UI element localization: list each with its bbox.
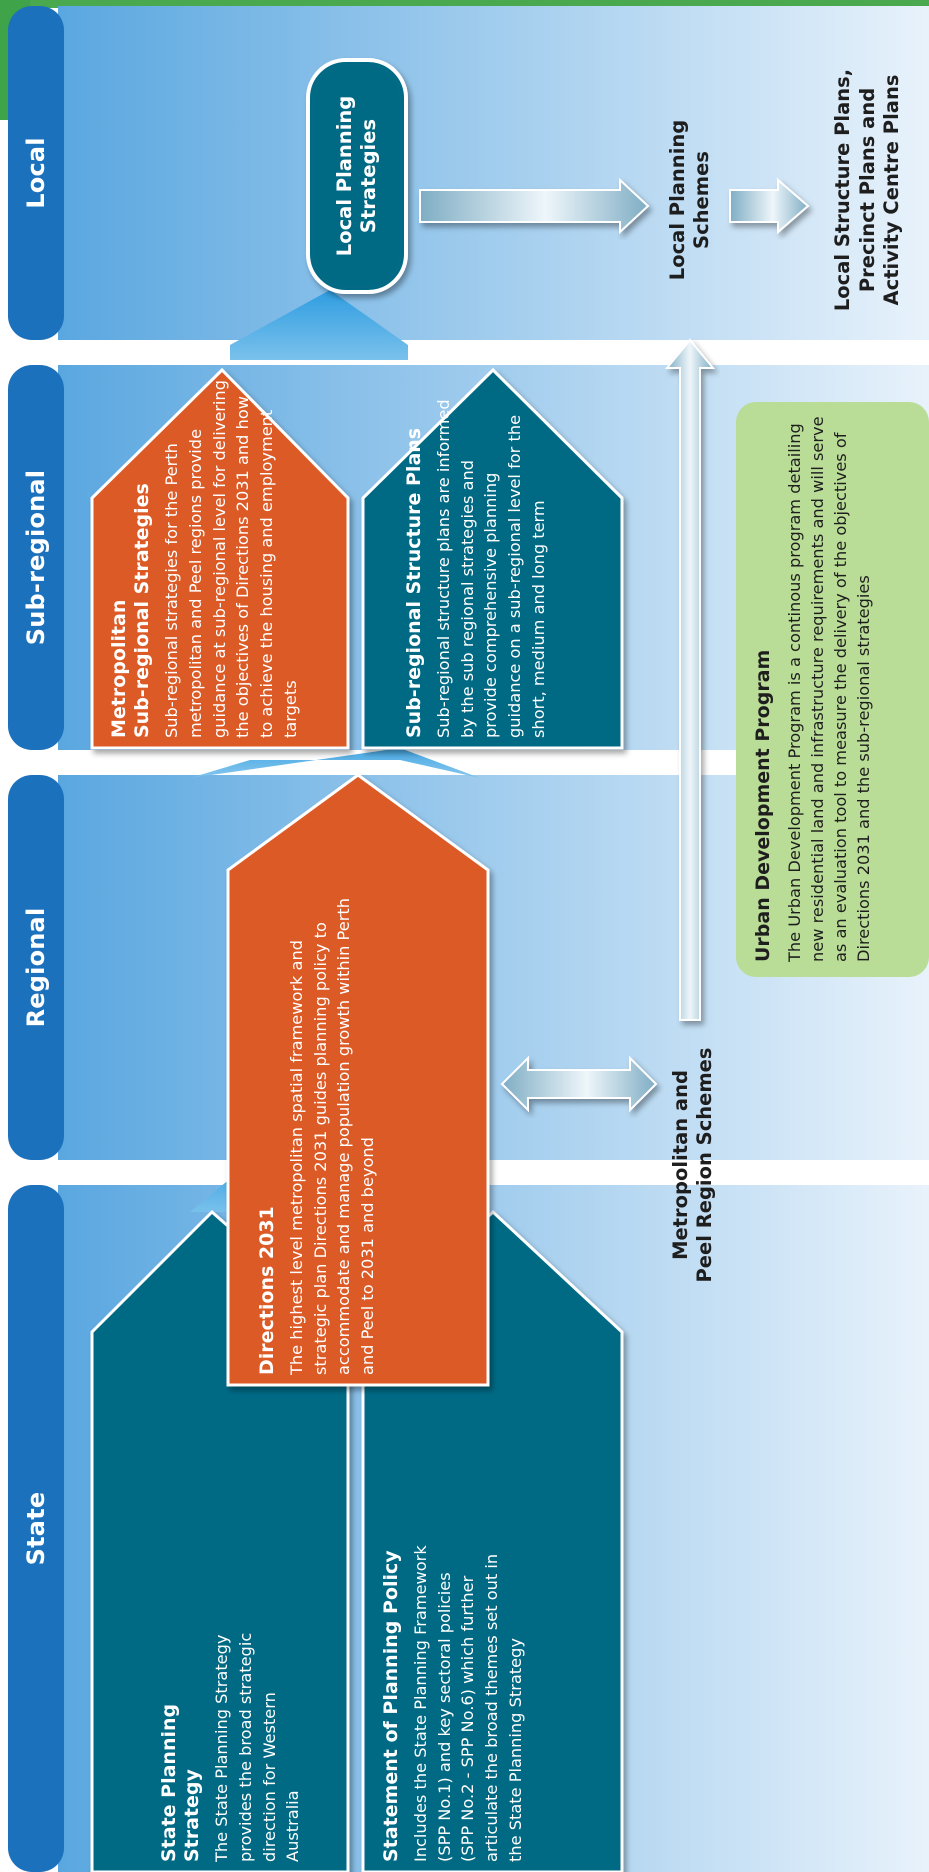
band-bar-local <box>8 6 64 340</box>
subregional-structure-plans-box <box>361 367 624 750</box>
band-label-state: State <box>22 1491 50 1566</box>
subregional-structure-plans-body: Sub-regional structure plans are informe… <box>434 399 548 738</box>
band-bar-regional <box>8 775 64 1160</box>
local-planning-strategies-line1: Local Planning <box>332 95 356 257</box>
directions-2031-body: The highest level metropolitan spatial f… <box>287 898 378 1375</box>
urban-development-program-text: Urban Development Program The Urban Deve… <box>752 412 924 962</box>
local-planning-schemes-line1: Local Planning <box>665 119 689 281</box>
band-label-local: Local <box>22 137 50 209</box>
statement-planning-policy-body: Includes the State Planning Framework (S… <box>411 1545 525 1862</box>
metro-subregional-strategies-body: Sub-regional strategies for the Perth me… <box>162 380 300 738</box>
region-schemes-line1: Metropolitan and <box>668 1070 692 1260</box>
band-bar-state <box>8 1185 64 1872</box>
band-bar-subregional <box>8 365 64 750</box>
subregional-structure-plans-title: Sub-regional Structure Plans <box>403 427 425 738</box>
directions-2031-text: Directions 2031 The highest level metrop… <box>256 875 474 1375</box>
local-planning-schemes-label: Local Planning Schemes <box>655 110 725 290</box>
local-planning-strategies-box <box>306 58 408 294</box>
state-planning-strategy-title: State Planning Strategy <box>158 1703 204 1862</box>
local-planning-strategies-inner <box>312 64 402 288</box>
local-planning-strategies-label: Local Planning Strategies <box>318 65 396 287</box>
statement-planning-policy-title: Statement of Planning Policy <box>380 1550 402 1862</box>
arrow-schemes-to-local-plans <box>729 177 810 235</box>
metro-subregional-strategies-box <box>90 367 350 750</box>
region-schemes-line2: Peel Region Schemes <box>693 1047 716 1283</box>
local-planning-strategies-line2: Strategies <box>357 118 380 234</box>
state-planning-strategy-text: State Planning Strategy The State Planni… <box>158 1622 338 1862</box>
arrow-directions-region-schemes <box>500 1055 658 1113</box>
urban-development-program-title: Urban Development Program <box>752 649 774 962</box>
arrow-udp-to-schemes <box>664 338 716 1021</box>
connector-subregional-local <box>230 290 408 360</box>
green-top-strip <box>30 0 929 8</box>
metro-subregional-strategies-title: Metropolitan <box>108 599 130 738</box>
metro-subregional-strategies-title-2: Sub-regional Strategies <box>131 483 154 738</box>
local-structure-plans-line2: Precinct Plans and <box>855 87 879 293</box>
state-planning-strategy-body: The State Planning Strategy provides the… <box>212 1632 303 1862</box>
local-planning-schemes-line2: Schemes <box>690 151 713 249</box>
directions-2031-title: Directions 2031 <box>256 1206 278 1375</box>
arrow-strategies-to-schemes <box>419 177 650 235</box>
band-label-subregional: Sub-regional <box>22 469 50 646</box>
band-label-regional: Regional <box>22 907 50 1028</box>
band-bg-local <box>58 6 929 340</box>
subregional-structure-plans-text: Sub-regional Structure Plans Sub-regiona… <box>403 398 613 738</box>
directions-2031-box <box>226 773 490 1387</box>
metro-subregional-strategies-text: Metropolitan Sub-regional Strategies Sub… <box>108 378 336 738</box>
local-structure-plans-line1: Local Structure Plans, <box>831 68 855 312</box>
urban-development-program-box <box>736 402 929 977</box>
region-schemes-label: Metropolitan and Peel Region Schemes <box>658 980 728 1350</box>
local-structure-plans-line3: Activity Centre Plans <box>880 74 904 306</box>
local-structure-plans-label: Local Structure Plans, Precinct Plans an… <box>818 50 918 330</box>
urban-development-program-body: The Urban Development Program is a conti… <box>785 416 874 962</box>
connector-regional-subregional <box>190 748 480 778</box>
statement-planning-policy-text: Statement of Planning Policy Includes th… <box>380 1542 610 1862</box>
